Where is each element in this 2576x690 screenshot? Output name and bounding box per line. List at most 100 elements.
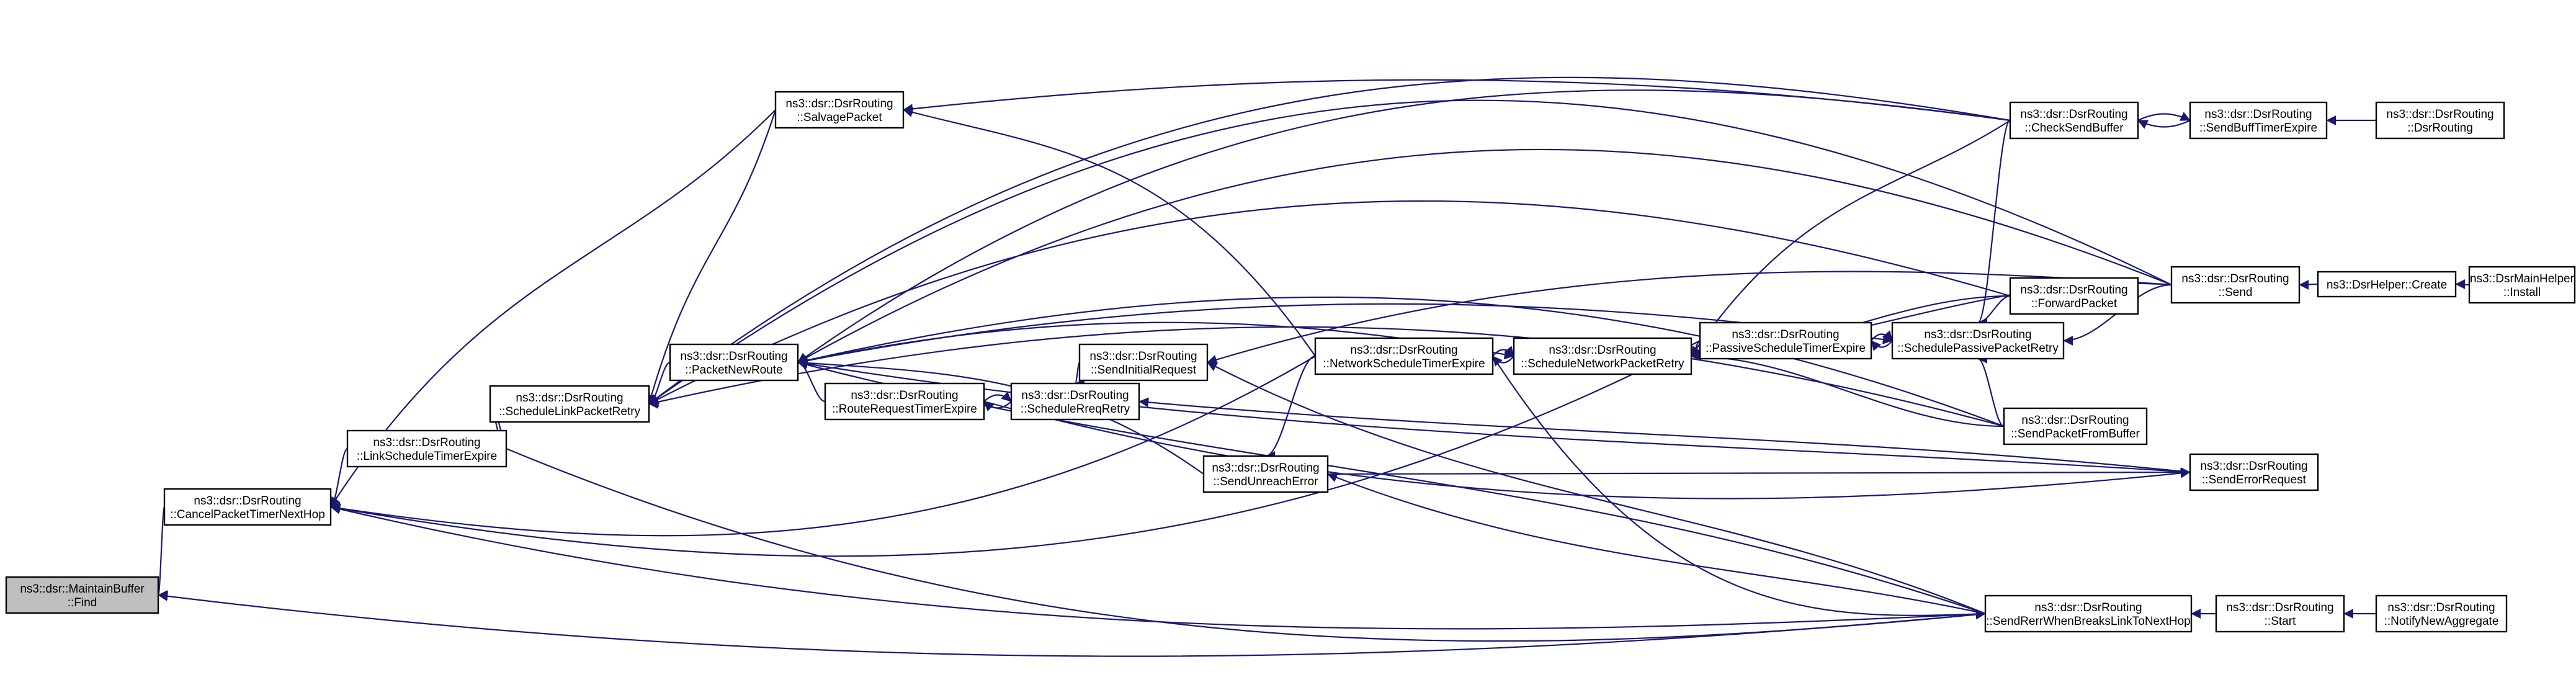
node-forward[interactable]: ns3::dsr::DsrRouting::ForwardPacket [2009,277,2139,315]
node-find[interactable]: ns3::dsr::MaintainBuffer::Find [5,576,159,614]
node-passiveExpire[interactable]: ns3::dsr::DsrRouting::PassiveScheduleTim… [1699,321,1872,360]
node-label-cancel: ns3::dsr::DsrRouting::CancelPacketTimerN… [170,495,325,521]
node-label-start: ns3::dsr::DsrRouting::Start [2226,601,2333,628]
node-linkExpire[interactable]: ns3::dsr::DsrRouting::LinkScheduleTimerE… [346,429,508,468]
node-label-sendInitReq: ns3::dsr::DsrRouting::SendInitialRequest [1089,350,1197,377]
edge-checkSendBuf-to-schedPassive [1977,119,2011,328]
node-label-schedRreq: ns3::dsr::DsrRouting::ScheduleRreqRetry [1021,389,1130,416]
edge-sendPktFromBuf-to-packetNewRoute [797,296,2005,428]
node-sendUnreach[interactable]: ns3::dsr::DsrRouting::SendUnreachError [1202,455,1329,493]
node-salvage[interactable]: ns3::dsr::DsrRouting::SalvagePacket [774,91,905,129]
node-label-packetNewRoute: ns3::dsr::DsrRouting::PacketNewRoute [680,350,787,377]
node-sendErrReq[interactable]: ns3::dsr::DsrRouting::SendErrorRequest [2189,453,2319,491]
node-box-linkExpire[interactable] [346,429,508,468]
edge-send-to-sendInitReq [1207,271,2172,365]
edge-sendPktFromBuf-to-schedNetRetry [1691,351,2005,428]
node-notifyAgg[interactable]: ns3::dsr::DsrRouting::NotifyNewAggregate [2375,594,2508,633]
node-label-schedLink: ns3::dsr::DsrRouting::ScheduleLinkPacket… [499,392,641,418]
node-rreqTimerExpire[interactable]: ns3::dsr::DsrRouting::RouteRequestTimerE… [824,382,985,421]
node-box-send[interactable] [2170,266,2301,304]
node-label-send: ns3::dsr::DsrRouting::Send [2181,272,2289,299]
node-box-schedRreq[interactable] [1010,382,1140,421]
node-box-sendBuffExpire[interactable] [2189,101,2328,140]
node-box-cancel[interactable] [163,488,332,526]
node-box-rreqTimerExpire[interactable] [824,382,985,421]
node-schedLink[interactable]: ns3::dsr::DsrRouting::ScheduleLinkPacket… [489,385,650,423]
node-label-dsrCtor: ns3::dsr::DsrRouting::DsrRouting [2386,108,2493,135]
node-start[interactable]: ns3::dsr::DsrRouting::Start [2215,594,2345,633]
edge-netSchedExpire-to-salvage [903,107,1316,357]
edge-sendUnreach-to-packetNewRoute [797,358,1204,475]
edge-salvage-to-cancel [330,109,776,508]
edge-forward-to-schedPassive [1977,295,2011,328]
node-box-install[interactable] [2468,266,2576,304]
node-label-sendUnreach: ns3::dsr::DsrRouting::SendUnreachError [1212,462,1319,488]
edge-sendRerr-to-cancel [330,504,1986,630]
node-label-schedNetRetry: ns3::dsr::DsrRouting::ScheduleNetworkPac… [1521,344,1684,370]
node-box-dsrCtor[interactable] [2375,101,2505,140]
edge-send-to-schedLink [648,99,2172,405]
node-cancel[interactable]: ns3::dsr::DsrRouting::CancelPacketTimerN… [163,488,332,526]
node-schedPassive[interactable]: ns3::dsr::DsrRouting::SchedulePassivePac… [1891,321,2065,360]
node-box-schedLink[interactable] [489,385,650,423]
node-box-packetNewRoute[interactable] [669,343,799,382]
node-label-rreqTimerExpire: ns3::dsr::DsrRouting::RouteRequestTimerE… [832,389,977,416]
edge-send-to-packetNewRoute [797,148,2172,363]
node-sendPktFromBuf[interactable]: ns3::dsr::DsrRouting::SendPacketFromBuff… [2003,407,2148,446]
edge-netSchedExpire-to-sendRerr [1492,356,1986,619]
node-label-forward: ns3::dsr::DsrRouting::ForwardPacket [2020,284,2127,310]
node-label-sendPktFromBuf: ns3::dsr::DsrRouting::SendPacketFromBuff… [2011,414,2140,441]
edge-checkSendBuf-to-packetNewRoute [797,89,2011,363]
edge-packetNewRoute-to-schedPassive [797,303,1893,364]
node-box-create[interactable] [2317,271,2457,298]
node-netSchedExpire[interactable]: ns3::dsr::DsrRouting::NetworkScheduleTim… [1314,337,1494,375]
node-label-linkExpire: ns3::dsr::DsrRouting::LinkScheduleTimerE… [357,436,497,463]
edge-netSchedExpire-to-sendUnreach [1265,355,1316,461]
edge-sendBuffExpire-to-checkSendBuf [2137,120,2191,129]
edge-create-to-send [2299,279,2319,290]
edge-cancel-to-find [157,506,168,600]
edge-netSchedExpire-to-cancel [330,356,1316,537]
node-box-notifyAgg[interactable] [2375,594,2508,633]
node-sendBuffExpire[interactable]: ns3::dsr::DsrRouting::SendBuffTimerExpir… [2189,101,2328,140]
node-box-checkSendBuf[interactable] [2009,101,2139,140]
node-dsrCtor[interactable]: ns3::dsr::DsrRouting::DsrRouting [2375,101,2505,140]
node-create[interactable]: ns3::DsrHelper::Create [2317,271,2457,298]
node-box-sendUnreach[interactable] [1202,455,1329,493]
node-schedNetRetry[interactable]: ns3::dsr::DsrRouting::ScheduleNetworkPac… [1513,337,1693,375]
node-sendInitReq[interactable]: ns3::dsr::DsrRouting::SendInitialRequest [1078,343,1209,382]
node-box-schedPassive[interactable] [1891,321,2065,360]
edge-checkSendBuf-to-sendBuffExpire [2137,112,2191,121]
node-box-salvage[interactable] [774,91,905,129]
node-box-sendRerr[interactable] [1984,594,2193,633]
node-box-start[interactable] [2215,594,2345,633]
node-label-sendRerr: ns3::dsr::DsrRouting::SendRerrWhenBreaks… [1986,601,2191,628]
node-label-schedPassive: ns3::dsr::DsrRouting::SchedulePassivePac… [1897,328,2059,355]
node-box-schedNetRetry[interactable] [1513,337,1693,375]
node-box-sendInitReq[interactable] [1078,343,1209,382]
node-label-salvage: ns3::dsr::DsrRouting::SalvagePacket [785,97,893,124]
node-send[interactable]: ns3::dsr::DsrRouting::Send [2170,266,2301,304]
node-install[interactable]: ns3::DsrMainHelper::Install [2468,266,2576,304]
node-packetNewRoute[interactable]: ns3::dsr::DsrRouting::PacketNewRoute [669,343,799,382]
edge-rreqTimerExpire-to-schedRreq [983,391,1012,402]
node-box-forward[interactable] [2009,277,2139,315]
node-box-netSchedExpire[interactable] [1314,337,1494,375]
node-sendRerr[interactable]: ns3::dsr::DsrRouting::SendRerrWhenBreaks… [1984,594,2193,633]
node-schedRreq[interactable]: ns3::dsr::DsrRouting::ScheduleRreqRetry [1010,382,1140,421]
edge-schedPassive-to-passiveExpire [1871,340,1893,351]
edge-checkSendBuf-to-schedLink [648,76,2011,405]
edge-linkExpire-to-cancel [329,447,349,512]
node-box-find[interactable] [5,576,159,614]
node-label-install: ns3::DsrMainHelper::Install [2470,272,2575,299]
edge-forward-to-schedLink [648,200,2011,405]
node-box-passiveExpire[interactable] [1699,321,1872,360]
node-checkSendBuf[interactable]: ns3::dsr::DsrRouting::CheckSendBuffer [2009,101,2139,140]
node-box-sendPktFromBuf[interactable] [2003,407,2148,446]
edge-sendPktFromBuf-to-schedPassive [1977,354,2005,428]
edge-install-to-create [2455,279,2470,290]
edge-rreqTimerExpire-to-sendErrReq [983,400,2191,500]
node-box-sendErrReq[interactable] [2189,453,2319,491]
